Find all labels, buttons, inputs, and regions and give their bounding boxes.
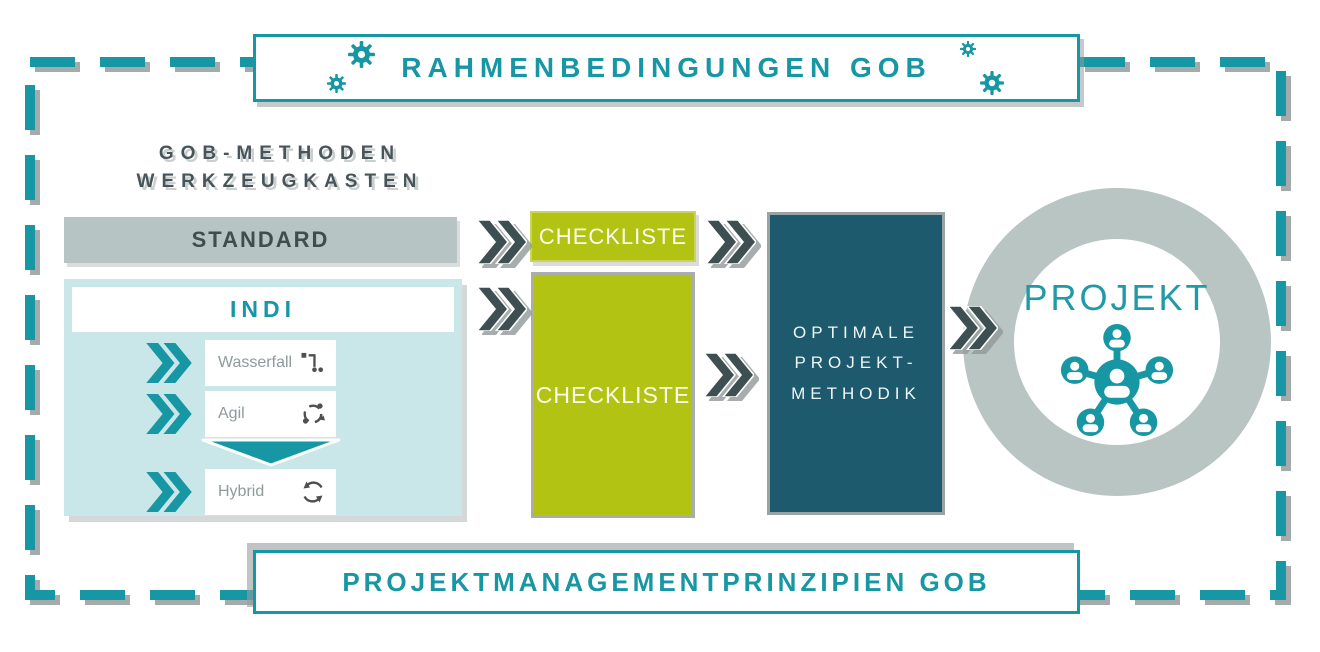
checklist-small-box: CHECKLISTE [530,211,696,262]
project-circle-inner: PROJEKT [1014,239,1220,445]
standard-label: STANDARD [191,227,330,252]
toolbox-heading-line1: GOB-METHODEN [158,143,402,164]
chevron-right-icon [146,343,192,383]
team-network-icon [1060,323,1174,437]
top-banner-title: RAHMENBEDINGUNGEN GOB [401,52,932,83]
checklist-large-box: CHECKLISTE [531,272,695,518]
agile-cycle-icon [302,403,325,424]
methodology-line: METHODIK [791,383,921,403]
gears-icon [327,41,375,95]
flow-arrow-icon [948,306,998,350]
bottom-banner-title: PROJEKTMANAGEMENTPRINZIPIEN GOB [342,566,991,597]
flow-arrow-icon [704,353,754,397]
indi-header: INDI [72,287,454,332]
flow-arrow-icon [706,220,756,264]
project-label: PROJEKT [1023,277,1211,318]
method-box-hybrid: Hybrid [205,469,336,515]
indi-label: INDI [230,296,296,322]
chevron-right-icon [146,472,192,512]
toolbox-heading-line2: WERKZEUGKASTEN [136,170,424,192]
chevron-right-icon [146,394,192,434]
toolbox-heading: GOB-METHODEN WERKZEUGKASTEN [95,140,465,195]
hybrid-refresh-icon [303,481,323,503]
method-box-wasserfall: Wasserfall [205,340,336,386]
method-box-agil: Agil [205,391,336,437]
top-banner: RAHMENBEDINGUNGEN GOB [253,34,1080,102]
flow-arrow-icon [477,220,527,264]
bottom-banner: PROJEKTMANAGEMENTPRINZIPIEN GOB [253,550,1080,614]
method-label: Agil [218,405,245,422]
standard-bar: STANDARD [64,217,457,263]
checklist-label: CHECKLISTE [538,223,688,249]
method-label: Hybrid [218,483,265,500]
method-label: Wasserfall [218,354,293,371]
funnel-triangle-icon [201,438,341,467]
waterfall-steps-icon [301,352,324,373]
flow-arrow-icon [477,287,527,331]
checklist-label: CHECKLISTE [535,381,691,408]
methodology-line: PROJEKT- [794,353,918,373]
methodology-line: OPTIMALE [793,322,919,342]
project-circle: PROJEKT [963,188,1271,496]
gears-icon [958,41,1006,95]
optimal-methodology-box: OPTIMALE PROJEKT- METHODIK [767,212,945,515]
